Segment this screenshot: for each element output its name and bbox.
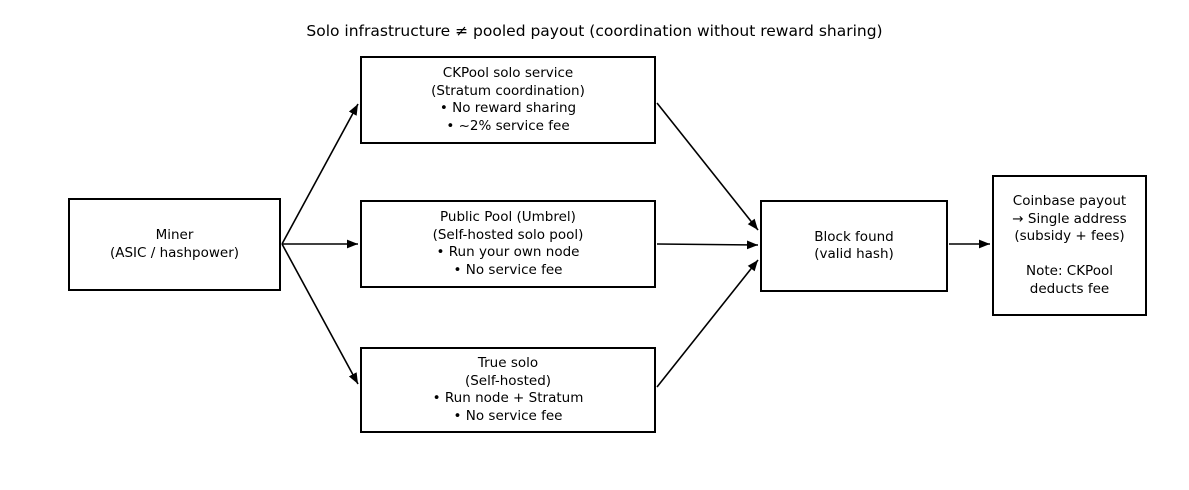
node-text-line: deducts fee — [1029, 280, 1110, 297]
node-text-line: → Single address — [1012, 210, 1127, 227]
node-text-line: (Self-hosted) — [464, 372, 552, 389]
node-text-line: • Run your own node — [436, 244, 580, 260]
node-text-line: Miner — [155, 227, 194, 243]
arrow-miner-to-true-solo — [281, 243, 359, 385]
diagram-title: Solo infrastructure ≠ pooled payout (coo… — [306, 22, 883, 40]
node-text-line: Note: CKPool — [1025, 263, 1113, 279]
node-text-line: True solo — [477, 355, 539, 371]
node-ckpool-solo-service: CKPool solo service (Stratum coordinatio… — [360, 56, 656, 144]
node-text-line: • Run node + Stratum — [432, 390, 584, 406]
node-true-solo: True solo (Self-hosted) • Run node + Str… — [360, 347, 656, 433]
arrow-ckpool-to-block-found — [656, 102, 759, 231]
arrow-true-solo-to-block-found — [656, 259, 759, 388]
node-text-line: • No service fee — [453, 261, 563, 278]
node-text-line: Coinbase payout — [1012, 193, 1127, 209]
node-public-pool: Public Pool (Umbrel) (Self-hosted solo p… — [360, 200, 656, 288]
arrow-public-pool-to-block-found — [656, 240, 759, 250]
node-text-line: • No reward sharing — [439, 100, 577, 116]
node-coinbase-payout: Coinbase payout → Single address (subsid… — [992, 175, 1147, 316]
node-text-line: • ~2% service fee — [446, 117, 570, 134]
node-text-line: CKPool solo service — [442, 65, 574, 81]
node-miner: Miner (ASIC / hashpower) — [68, 198, 281, 291]
node-text-line: (Self-hosted solo pool) — [432, 226, 584, 243]
node-text-line: Public Pool (Umbrel) — [440, 209, 576, 225]
node-text-line: (valid hash) — [814, 246, 894, 262]
node-text-line: (Stratum coordination) — [431, 82, 585, 99]
node-text-line: (ASIC / hashpower) — [109, 244, 240, 261]
arrow-miner-to-ckpool — [281, 103, 359, 245]
node-text-line: Block found — [814, 228, 894, 245]
node-block-found: Block found (valid hash) — [760, 200, 948, 292]
node-text-line: • No service fee — [453, 407, 563, 424]
node-text-line: (subsidy + fees) — [1014, 228, 1125, 244]
